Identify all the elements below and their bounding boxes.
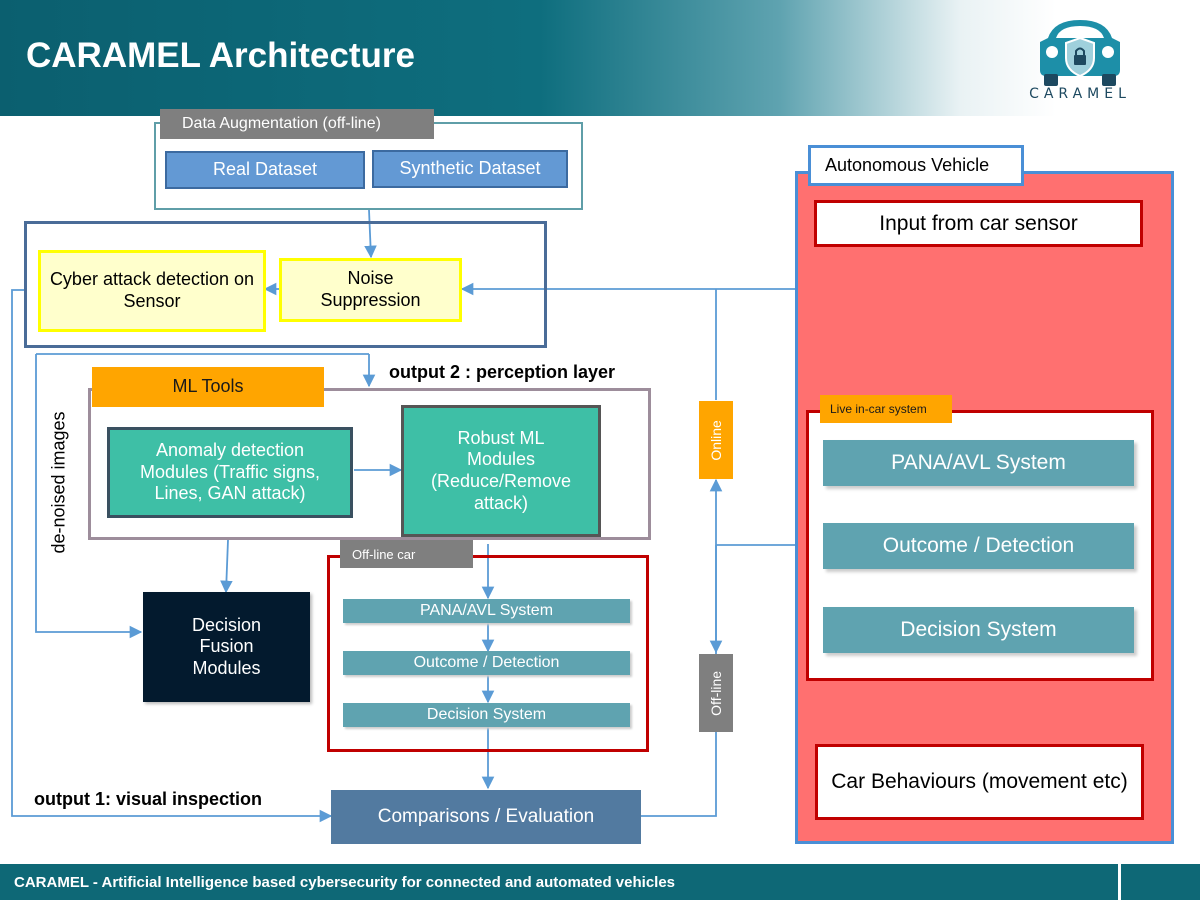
offline-outcome-box: Outcome / Detection bbox=[343, 651, 630, 675]
live-in-car-label: Live in-car system bbox=[820, 395, 952, 423]
robust-ml-modules-box: Robust ML Modules (Reduce/Remove attack) bbox=[401, 405, 601, 537]
online-label-text: Online bbox=[707, 419, 724, 461]
offline-label-text: Off-line bbox=[707, 670, 724, 716]
offline-pana-avl-box: PANA/AVL System bbox=[343, 599, 630, 623]
synthetic-dataset-box: Synthetic Dataset bbox=[372, 150, 568, 188]
live-decision-box: Decision System bbox=[823, 607, 1134, 653]
autonomous-vehicle-label: Autonomous Vehicle bbox=[808, 145, 1024, 186]
cyber-attack-detection-box: Cyber attack detection on Sensor bbox=[38, 250, 266, 332]
noise-suppression-box: Noise Suppression bbox=[279, 258, 462, 322]
real-dataset-box: Real Dataset bbox=[165, 151, 365, 189]
decision-fusion-box: Decision Fusion Modules bbox=[143, 592, 310, 702]
offline-decision-box: Decision System bbox=[343, 703, 630, 727]
denoised-images-label: de-noised images bbox=[48, 411, 69, 554]
data-augmentation-label: Data Augmentation (off-line) bbox=[160, 109, 434, 139]
offline-car-group bbox=[327, 555, 649, 752]
comparisons-evaluation-box: Comparisons / Evaluation bbox=[331, 790, 641, 844]
output-2-label: output 2 : perception layer bbox=[389, 362, 616, 382]
car-sensor-input-box: Input from car sensor bbox=[814, 200, 1143, 247]
header-banner bbox=[0, 0, 1200, 116]
offline-car-label: Off-line car bbox=[340, 540, 473, 568]
ml-tools-group bbox=[88, 388, 651, 540]
footer-divider bbox=[1118, 864, 1121, 900]
output-1-label: output 1: visual inspection bbox=[34, 789, 263, 809]
footer-text: CARAMEL - Artificial Intelligence based … bbox=[14, 874, 676, 891]
preprocessing-group bbox=[24, 221, 547, 348]
car-behaviours-box: Car Behaviours (movement etc) bbox=[815, 744, 1144, 820]
page-title: CARAMEL Architecture bbox=[26, 36, 415, 75]
online-label: Online bbox=[699, 401, 733, 479]
car-shield-lock-icon bbox=[1040, 20, 1120, 86]
offline-label: Off-line bbox=[699, 654, 733, 732]
footer-bar: CARAMEL - Artificial Intelligence based … bbox=[0, 864, 1200, 900]
live-outcome-box: Outcome / Detection bbox=[823, 523, 1134, 569]
anomaly-detection-box: Anomaly detection Modules (Traffic signs… bbox=[107, 427, 353, 518]
live-pana-avl-box: PANA/AVL System bbox=[823, 440, 1134, 486]
ml-tools-label: ML Tools bbox=[92, 367, 324, 407]
logo-text: CARAMEL bbox=[1029, 86, 1131, 102]
